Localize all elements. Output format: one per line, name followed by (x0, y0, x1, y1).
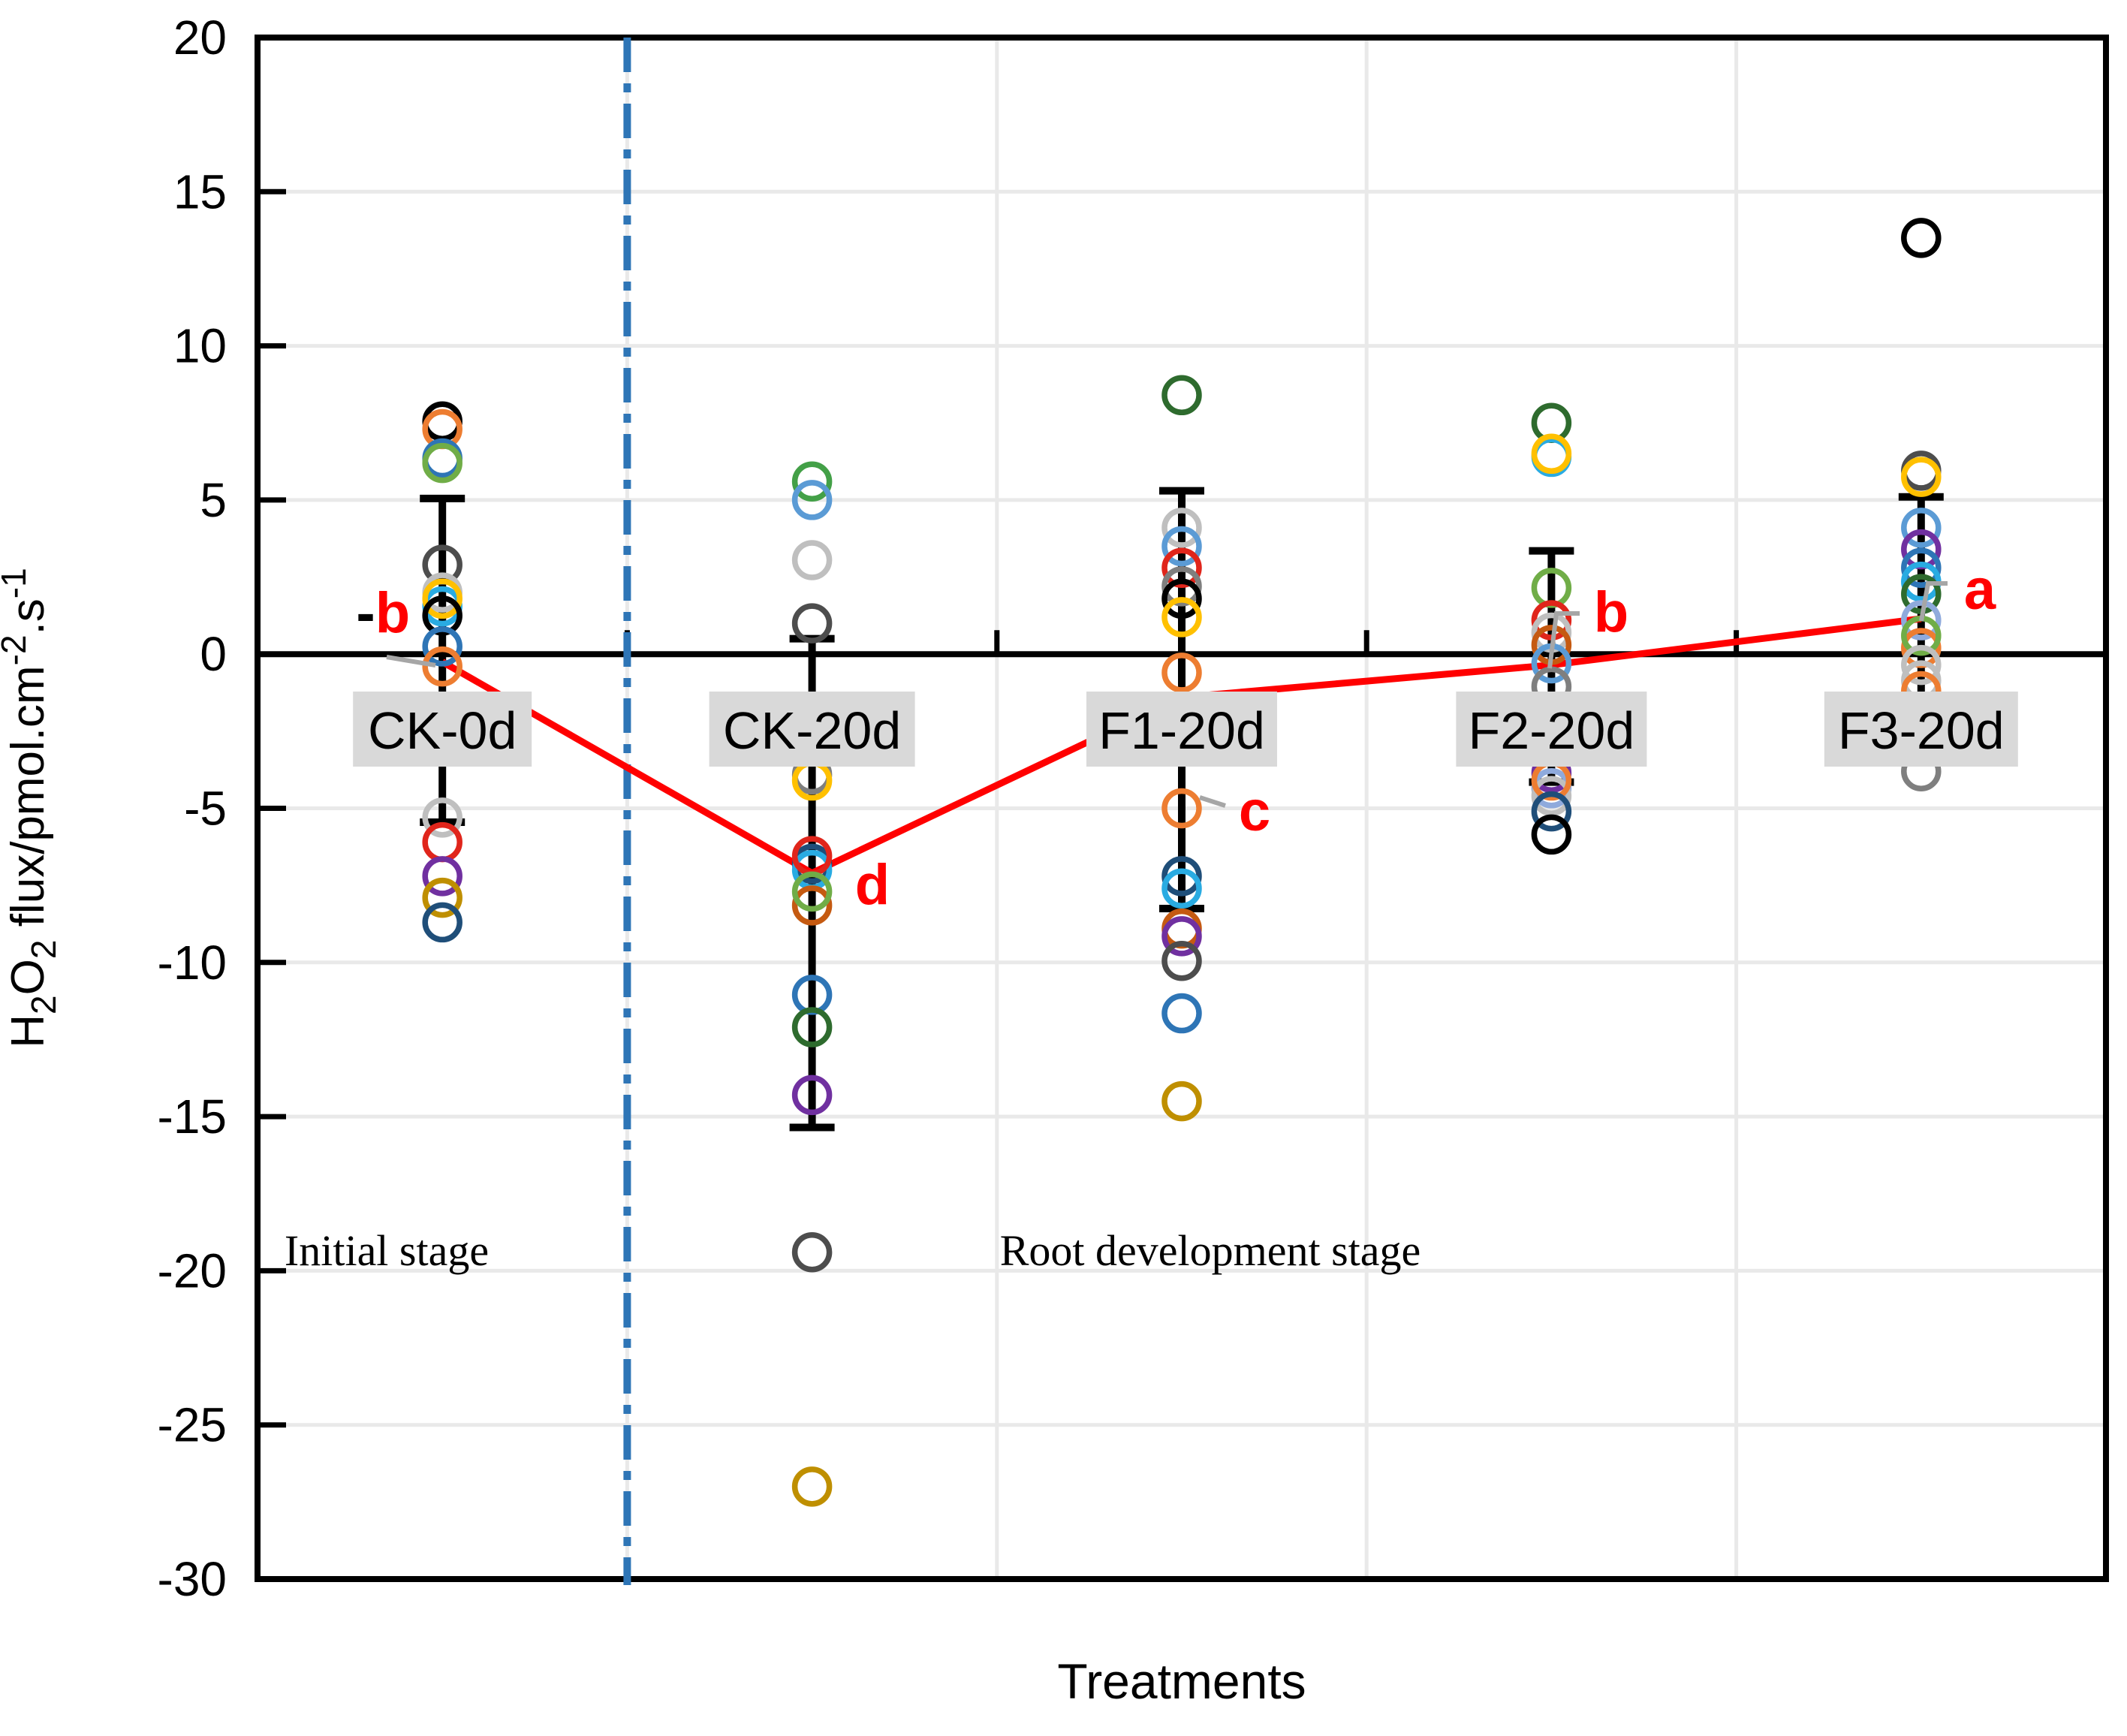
significance-letter: a (1964, 558, 1996, 622)
data-point (1901, 547, 1942, 588)
y-tick-label: -25 (158, 1398, 227, 1452)
y-tick-label: -10 (158, 936, 227, 990)
y-tick-label: 15 (173, 164, 227, 219)
data-point (1161, 578, 1202, 619)
data-point (1161, 940, 1202, 981)
data-point (1161, 508, 1202, 548)
category-label-box (1086, 692, 1277, 767)
data-point (422, 877, 462, 918)
data-point (1161, 1080, 1202, 1122)
data-point (1161, 526, 1202, 567)
data-point (1161, 597, 1202, 637)
data-point (1531, 791, 1572, 832)
y-tick-label: -15 (158, 1090, 227, 1144)
category-label: F1-20d (1098, 701, 1265, 760)
data-point (422, 442, 462, 484)
data-point (1161, 566, 1202, 607)
data-point (1531, 814, 1572, 855)
data-point (1531, 433, 1572, 475)
data-point (791, 871, 833, 912)
leader-line (386, 655, 436, 668)
category-label: F3-20d (1838, 701, 2005, 760)
significance-letter: c (1239, 779, 1270, 843)
significance-letter: b (375, 581, 410, 645)
leader-line (1199, 795, 1226, 808)
data-point (1531, 776, 1572, 816)
significance-letter: - (356, 581, 375, 645)
data-point (1161, 547, 1202, 588)
stage-label: Initial stage (285, 1226, 489, 1275)
data-point (791, 885, 833, 926)
data-point (1161, 993, 1202, 1034)
y-tick-label: 0 (200, 627, 227, 681)
significance-letter: d (855, 853, 890, 917)
significance-letter: b (1594, 580, 1628, 644)
data-point (1161, 868, 1202, 909)
data-point (422, 797, 462, 838)
stage-label: Root development stage (1000, 1226, 1421, 1275)
y-tick-label: -20 (158, 1243, 227, 1297)
data-point (422, 902, 462, 943)
data-point (422, 821, 462, 863)
data-point (791, 461, 833, 502)
category-label-box (1456, 692, 1647, 767)
category-label-box (353, 692, 532, 767)
data-point (422, 856, 462, 897)
data-point (1161, 856, 1202, 897)
data-point (791, 540, 833, 580)
y-tick-label: -5 (184, 782, 227, 836)
data-point (1901, 644, 1942, 686)
leader-line (1547, 611, 1580, 669)
data-point (1161, 375, 1202, 416)
category-label-box (1824, 692, 2018, 767)
y-axis-title: H2O2 flux/pmol.cm-2.s-1 (0, 568, 63, 1047)
data-point (791, 1007, 833, 1047)
x-axis-title: Treatments (1057, 1653, 1306, 1709)
data-point (791, 1232, 833, 1273)
data-point (1161, 788, 1202, 829)
data-point (1161, 916, 1202, 957)
data-point (791, 1466, 833, 1507)
data-point (422, 578, 462, 619)
y-tick-label: 5 (200, 473, 227, 527)
data-point (1901, 600, 1942, 640)
data-point (791, 603, 833, 643)
category-label-box (709, 692, 915, 767)
data-point (422, 626, 462, 667)
data-point (1901, 457, 1942, 497)
data-point (1901, 508, 1942, 548)
y-tick-label: -30 (158, 1552, 227, 1606)
data-point (1901, 218, 1942, 258)
data-point (422, 595, 462, 636)
y-tick-label: 10 (173, 319, 227, 373)
y-tick-label: 20 (173, 11, 227, 65)
data-point (1161, 653, 1202, 693)
category-label: CK-0d (368, 701, 517, 760)
data-point (791, 480, 833, 520)
category-label: F2-20d (1469, 701, 1635, 760)
data-point (422, 646, 462, 687)
leader-line (1919, 581, 1948, 622)
data-point (791, 1074, 833, 1116)
category-label: CK-20d (723, 701, 901, 760)
